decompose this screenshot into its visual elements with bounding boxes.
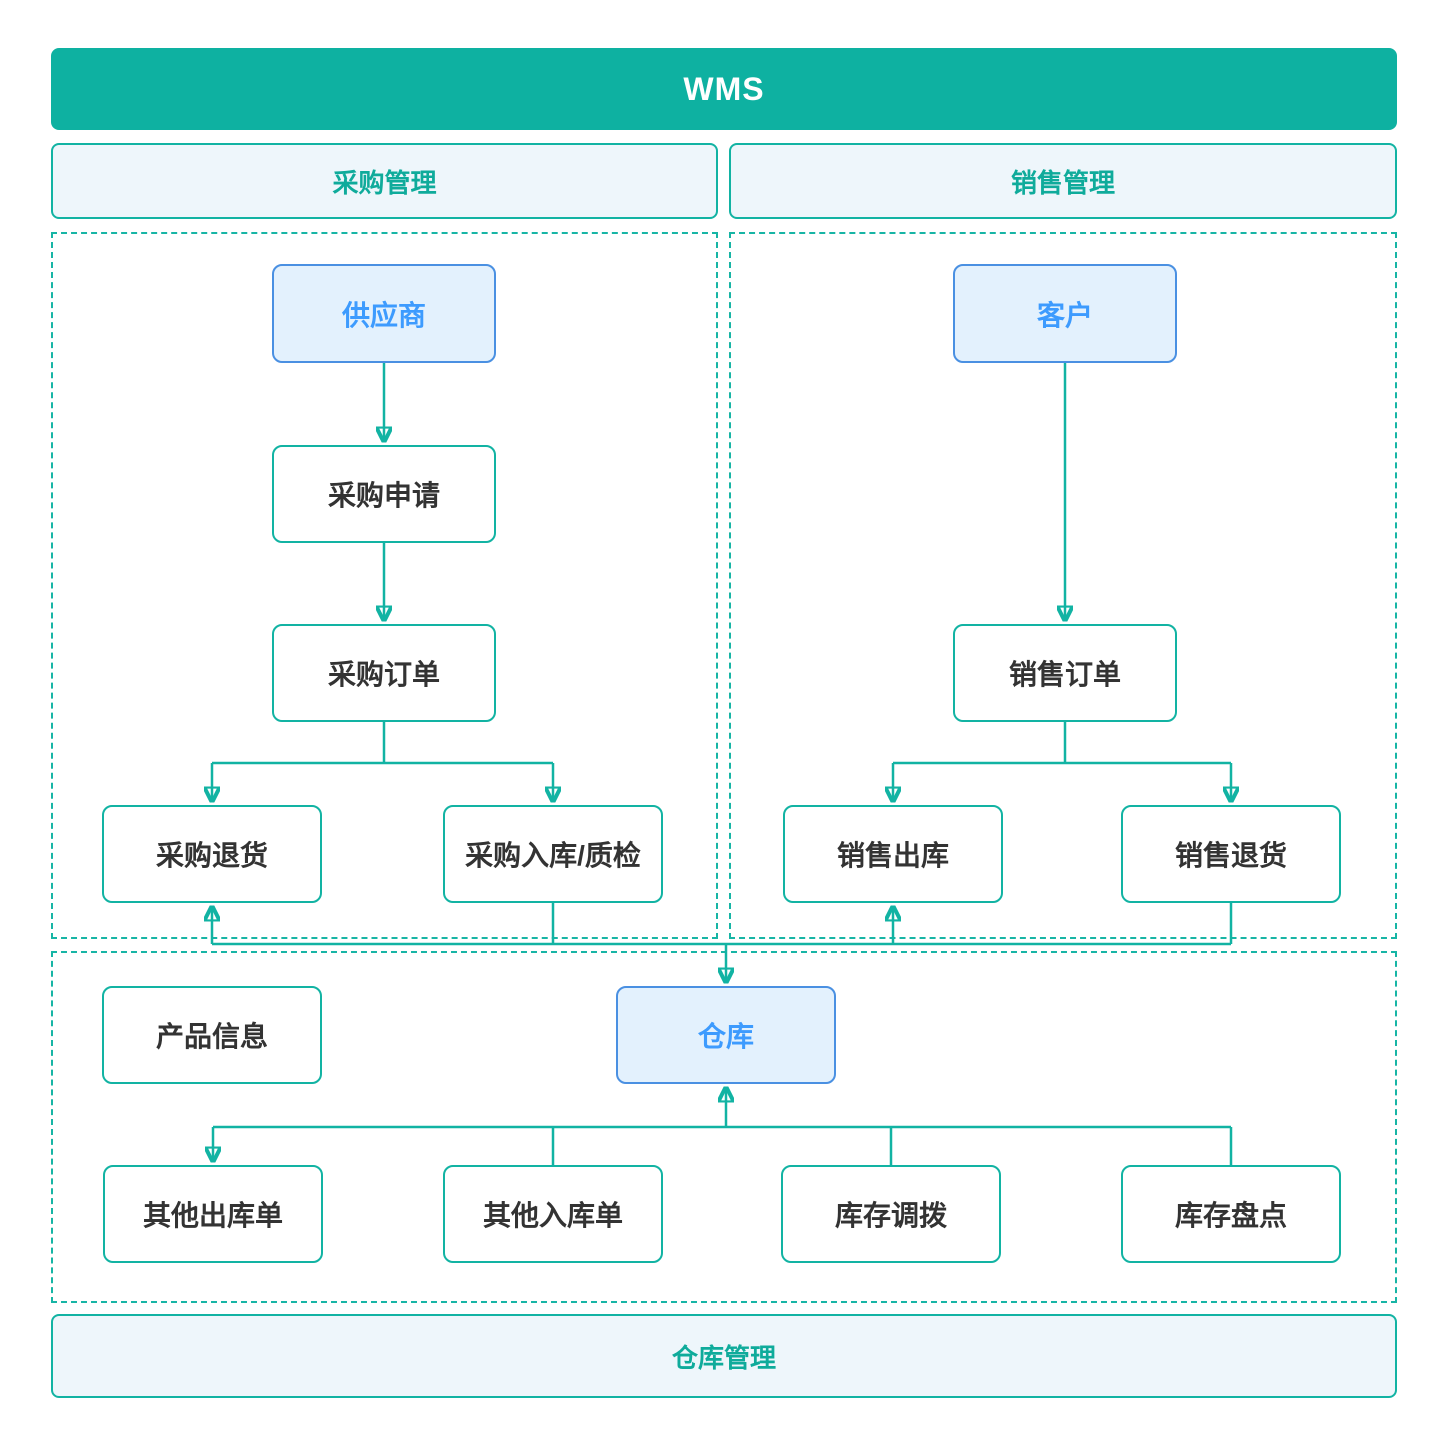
node-customer: 客户 (953, 264, 1177, 363)
node-purchase-return-label: 采购退货 (155, 840, 268, 871)
node-sales-outbound: 销售出库 (783, 805, 1003, 903)
node-other-outbound-label: 其他出库单 (142, 1200, 283, 1231)
section-header-warehouse: 仓库管理 (51, 1314, 1397, 1398)
node-other-outbound: 其他出库单 (103, 1165, 323, 1263)
node-product-info-label: 产品信息 (155, 1021, 268, 1052)
node-customer-label: 客户 (1036, 299, 1093, 331)
node-purchase-order: 采购订单 (272, 624, 496, 722)
node-purchase-order-label: 采购订单 (327, 659, 440, 690)
node-sales-return: 销售退货 (1121, 805, 1341, 903)
node-other-inbound: 其他入库单 (443, 1165, 663, 1263)
region-sales (729, 232, 1397, 939)
node-warehouse-label: 仓库 (697, 1021, 754, 1052)
region-purchase (51, 232, 718, 939)
node-stock-transfer: 库存调拨 (781, 1165, 1001, 1263)
node-purchase-inbound-qc: 采购入库/质检 (443, 805, 663, 903)
node-sales-order-label: 销售订单 (1008, 659, 1121, 690)
node-sales-order: 销售订单 (953, 624, 1177, 722)
node-stock-transfer-label: 库存调拨 (834, 1200, 947, 1231)
node-stock-count: 库存盘点 (1121, 1165, 1341, 1263)
section-header-purchase: 采购管理 (51, 143, 718, 219)
node-sales-return-label: 销售退货 (1174, 840, 1287, 871)
node-sales-outbound-label: 销售出库 (836, 840, 949, 871)
node-purchase-request-label: 采购申请 (327, 480, 440, 511)
node-purchase-inbound-qc-label: 采购入库/质检 (465, 840, 641, 871)
node-purchase-request: 采购申请 (272, 445, 496, 543)
section-header-sales-label: 销售管理 (1010, 167, 1115, 198)
diagram-title-banner: WMS (51, 48, 1397, 130)
region-warehouse (51, 951, 1397, 1303)
node-supplier: 供应商 (272, 264, 496, 363)
node-purchase-return: 采购退货 (102, 805, 322, 903)
diagram-title: WMS (683, 70, 765, 107)
node-warehouse: 仓库 (616, 986, 836, 1084)
node-stock-count-label: 库存盘点 (1174, 1200, 1287, 1231)
node-product-info: 产品信息 (102, 986, 322, 1084)
section-header-purchase-label: 采购管理 (332, 167, 437, 198)
section-header-sales: 销售管理 (729, 143, 1397, 219)
section-header-warehouse-label: 仓库管理 (671, 1342, 776, 1373)
node-other-inbound-label: 其他入库单 (482, 1200, 623, 1231)
node-supplier-label: 供应商 (341, 299, 426, 331)
